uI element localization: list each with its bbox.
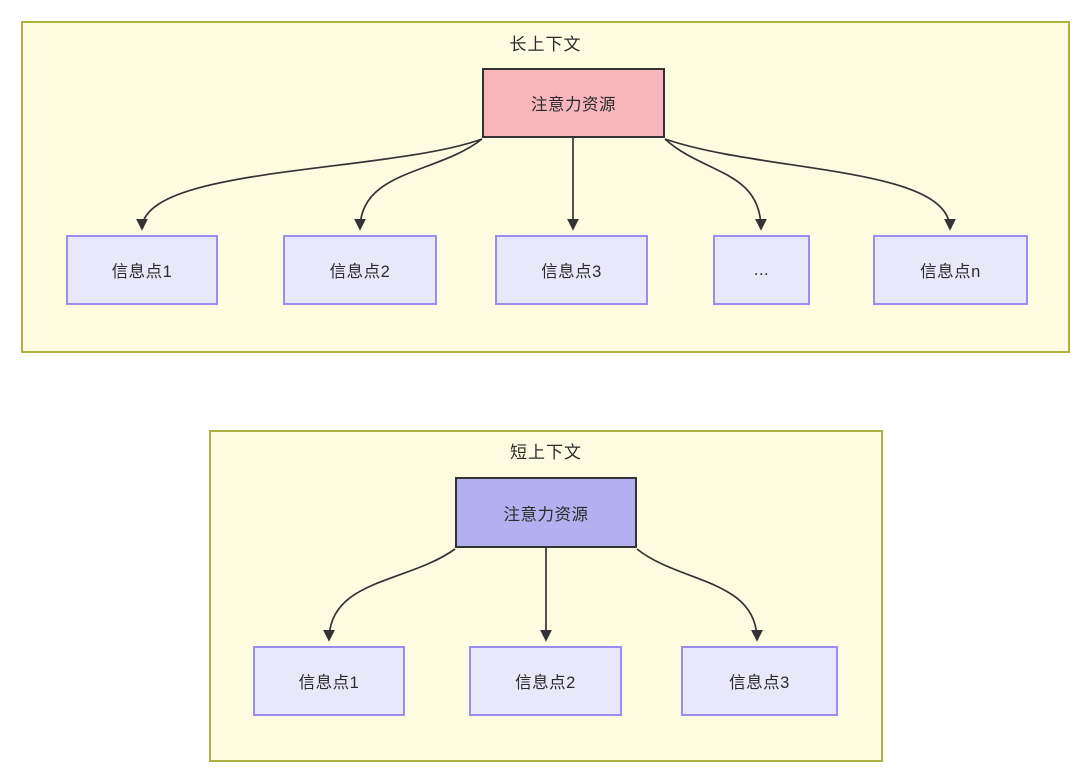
attention-node-short: 注意力资源 bbox=[455, 477, 637, 548]
attention-node-long: 注意力资源 bbox=[482, 68, 665, 138]
info-node-short-2: 信息点2 bbox=[469, 646, 622, 716]
long-context-title: 长上下文 bbox=[509, 35, 582, 54]
info-node-long-2: 信息点2 bbox=[283, 235, 437, 305]
info-node-short-2-label: 信息点2 bbox=[515, 674, 576, 692]
info-node-short-1-label: 信息点1 bbox=[298, 674, 360, 692]
info-node-long-3: 信息点3 bbox=[495, 235, 648, 305]
info-node-long-3-label: 信息点3 bbox=[541, 263, 602, 281]
short-context-title: 短上下文 bbox=[510, 443, 582, 462]
info-node-long-ellipsis-label: ... bbox=[753, 260, 770, 279]
info-node-long-1: 信息点1 bbox=[66, 235, 218, 305]
attention-node-long-label: 注意力资源 bbox=[531, 96, 616, 114]
info-node-long-ellipsis: ... bbox=[713, 235, 810, 305]
info-node-short-1: 信息点1 bbox=[253, 646, 405, 716]
info-node-short-3: 信息点3 bbox=[681, 646, 838, 716]
attention-node-short-label: 注意力资源 bbox=[503, 505, 589, 524]
info-node-long-n-label: 信息点n bbox=[920, 263, 981, 281]
info-node-long-1-label: 信息点1 bbox=[111, 263, 173, 281]
info-node-long-n: 信息点n bbox=[873, 235, 1028, 305]
info-node-short-3-label: 信息点3 bbox=[729, 674, 790, 692]
info-node-long-2-label: 信息点2 bbox=[329, 263, 391, 281]
